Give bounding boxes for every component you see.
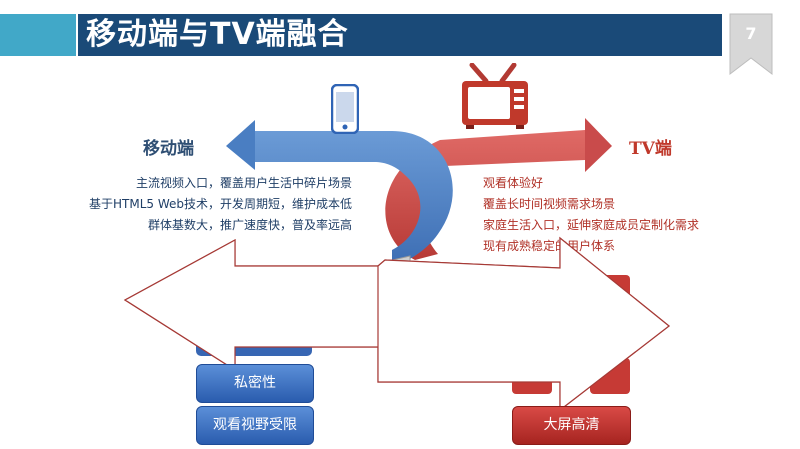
limited-view-button[interactable]: 观看视野受限 <box>196 406 314 445</box>
red-button-peek-left <box>512 358 552 394</box>
page-title: 移动端与TV端融合 <box>86 17 349 52</box>
red-button-peek-mid <box>590 358 630 394</box>
tv-icon <box>462 63 528 129</box>
tv-feature-line: 家庭生活入口，延伸家庭成员定制化需求 <box>483 218 700 232</box>
mobile-title: 移动端 <box>143 139 194 159</box>
tv-title: TV端 <box>629 139 672 159</box>
tv-feature-line: 观看体验好 <box>483 176 544 190</box>
smartphone-icon <box>331 84 359 134</box>
red-button-peek-top <box>600 275 630 305</box>
header-bar <box>78 14 722 56</box>
big-screen-hd-button[interactable]: 大屏高清 <box>512 406 631 445</box>
mobile-feature-line: 群体基数大，推广速度快，普及率远高 <box>147 218 352 232</box>
mobile-feature-list: 主流视频入口，覆盖用户生活中碎片场景 基于HTML5 Web技术，开发周期短，维… <box>32 173 352 236</box>
mobile-feature-line: 基于HTML5 Web技术，开发周期短，维护成本低 <box>88 197 352 211</box>
mobile-arrow <box>226 120 453 268</box>
tv-feature-list: 观看体验好 覆盖长时间视频需求场景 家庭生活入口，延伸家庭成员定制化需求 现有成… <box>483 173 783 257</box>
page-number-ribbon <box>729 13 773 76</box>
tv-feature-line: 现有成熟稳定的用户体系 <box>483 239 616 253</box>
privacy-button[interactable]: 私密性 <box>196 364 314 403</box>
tv-feature-line: 覆盖长时间视频需求场景 <box>483 197 616 211</box>
blue-button-peek <box>196 334 312 356</box>
page-number: 7 <box>745 24 757 43</box>
mobile-feature-line: 主流视频入口，覆盖用户生活中碎片场景 <box>135 176 352 190</box>
header-accent-bar <box>0 14 76 56</box>
